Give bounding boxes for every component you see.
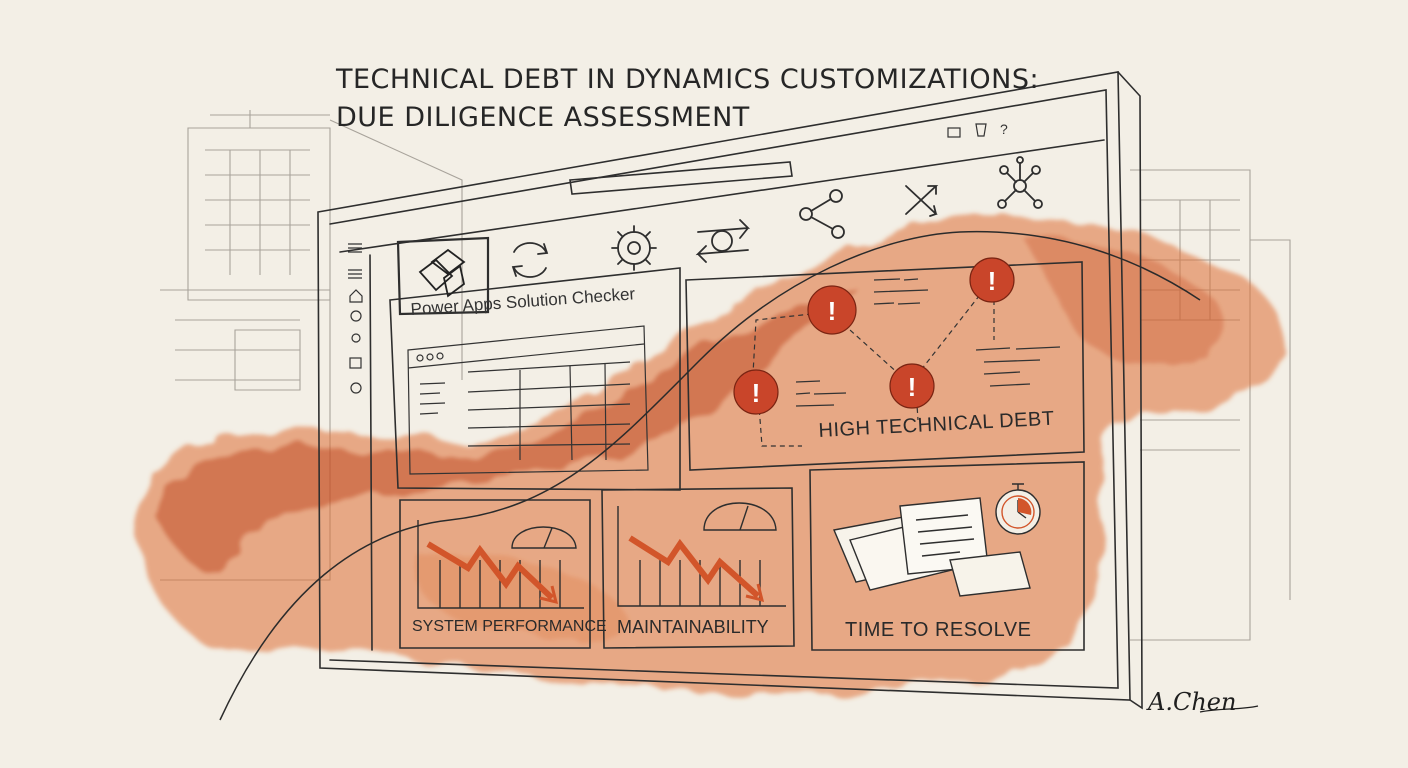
gear-icon[interactable]: [611, 225, 657, 271]
tile-performance-graphic: [417, 520, 584, 609]
system-performance-label: SYSTEM PERFORMANCE: [412, 618, 607, 635]
toolbar: [511, 156, 1043, 278]
camera-icon[interactable]: [947, 127, 961, 138]
alert-glyph: !: [752, 378, 761, 408]
alert-glyph: !: [828, 296, 837, 326]
trash-icon[interactable]: [975, 123, 987, 137]
alert-glyph: !: [988, 266, 997, 296]
artist-signature: A.Chen: [1148, 688, 1237, 716]
help-icon[interactable]: ?: [1000, 121, 1008, 137]
app-window: [317, 71, 1143, 710]
falling-trend-icon: [628, 535, 761, 599]
signature-underline: [1199, 705, 1259, 713]
shuffle-icon[interactable]: [905, 185, 939, 217]
tile-time-graphic: [833, 483, 1041, 597]
tile-maintainability-graphic: [617, 502, 786, 607]
alert-nodes: [733, 257, 1015, 415]
puzzle-icon[interactable]: [349, 357, 362, 369]
alert-glyph: !: [908, 372, 917, 402]
alert-icon[interactable]: [969, 257, 1015, 303]
falling-trend-icon: [426, 541, 555, 601]
sidebar: [348, 243, 363, 394]
share-icon[interactable]: [799, 189, 845, 239]
sync-icon[interactable]: [511, 242, 549, 278]
solution-checker-panel: [407, 325, 649, 475]
home-icon[interactable]: [349, 289, 363, 303]
user-icon[interactable]: [351, 333, 361, 343]
settings-icon[interactable]: [350, 382, 362, 394]
page-title-line-1: TECHNICAL DEBT IN DYNAMICS CUSTOMIZATION…: [336, 64, 1040, 95]
titlebar-icons: [947, 123, 987, 138]
page-title-line-2: DUE DILIGENCE ASSESSMENT: [336, 102, 750, 133]
alert-icon[interactable]: [807, 285, 857, 335]
maintainability-label: MAINTAINABILITY: [617, 617, 769, 637]
gauge-icon: [703, 502, 777, 531]
exchange-icon[interactable]: [695, 219, 751, 263]
power-apps-logo-icon[interactable]: [418, 248, 466, 298]
menu-icon[interactable]: [348, 243, 362, 253]
network-icon[interactable]: [997, 156, 1043, 209]
alert-icon[interactable]: [733, 369, 779, 415]
alert-icon[interactable]: [889, 363, 935, 409]
gauge-icon: [511, 526, 577, 549]
clock-icon[interactable]: [350, 310, 362, 322]
time-to-resolve-label: TIME TO RESOLVE: [845, 619, 1032, 641]
trend-curve: [219, 230, 1201, 721]
code-lines: [795, 278, 1061, 407]
